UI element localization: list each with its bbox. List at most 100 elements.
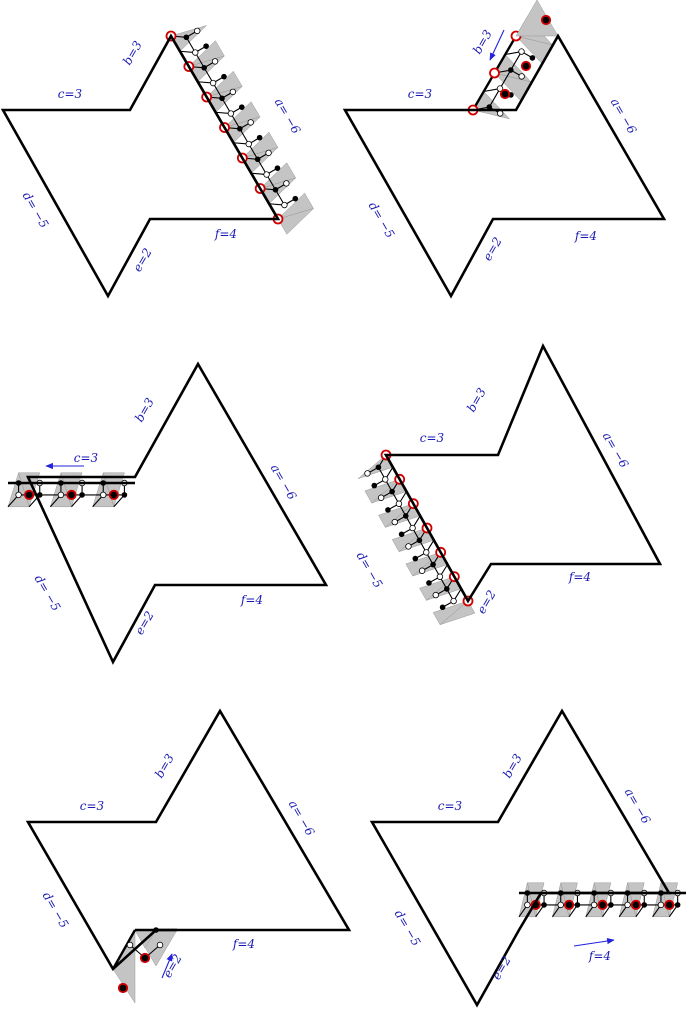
lattice-node	[382, 476, 389, 483]
lattice-node	[201, 64, 207, 71]
lattice-node	[238, 104, 245, 110]
lattice-node	[283, 180, 290, 187]
lattice-node	[108, 489, 119, 500]
lattice-node	[263, 171, 270, 178]
lattice-strip	[467, 0, 559, 120]
lattice-node	[436, 573, 444, 580]
strip-triangle	[439, 600, 476, 625]
lattice-node	[227, 110, 235, 117]
lattice-node	[391, 518, 398, 526]
direction-arrow	[161, 953, 173, 979]
direction-arrow	[489, 29, 505, 61]
lattice-node	[15, 491, 22, 499]
side-label-b: b=3	[470, 27, 495, 56]
lattice-node	[412, 555, 419, 562]
side-label-d: d= −5	[354, 550, 386, 591]
side-label-f: f=4	[588, 949, 611, 963]
lattice-node	[418, 567, 426, 574]
lattice-node	[520, 60, 532, 72]
lattice-strip	[7, 471, 135, 508]
lattice-node	[590, 901, 598, 909]
lattice-node	[524, 901, 531, 909]
lattice-node	[221, 73, 227, 80]
lattice-node	[489, 67, 500, 79]
panel-p5: a= −6b=3c=3d= −5e=2f=4	[25, 708, 352, 1004]
lattice-node	[377, 494, 385, 501]
side-label-a: a= −6	[272, 96, 304, 137]
strip-triangle	[515, 0, 559, 37]
lattice-node	[194, 27, 201, 35]
lattice-node	[443, 586, 450, 592]
lattice-node	[237, 125, 243, 132]
side-label-e: e=2	[489, 954, 514, 982]
side-label-e: e=2	[160, 952, 185, 980]
lattice-node	[254, 156, 261, 163]
side-label-c: c=3	[80, 799, 105, 813]
lattice-node	[630, 899, 642, 911]
side-label-c: c=3	[58, 87, 83, 101]
lattice-node	[36, 492, 43, 498]
lattice-node	[281, 201, 288, 209]
lattice-node	[100, 491, 107, 499]
lattice-node	[126, 941, 134, 949]
lattice-node	[432, 591, 439, 599]
lattice-node	[496, 85, 504, 92]
side-label-f: f=4	[232, 937, 255, 951]
lattice-node	[430, 561, 436, 568]
side-label-c: c=3	[408, 87, 433, 101]
lattice-node	[541, 902, 547, 908]
lattice-node	[385, 507, 391, 513]
lattice-node	[496, 110, 504, 117]
side-label-b: b=3	[152, 751, 177, 780]
direction-arrow	[573, 937, 615, 947]
side-label-b: b=3	[464, 385, 489, 414]
lattice-node	[117, 982, 129, 994]
side-label-a: a= −6	[600, 430, 632, 471]
side-label-d: d= −5	[366, 200, 398, 241]
strip-triangle	[593, 882, 612, 917]
lattice-node	[203, 43, 209, 49]
lattice-node	[265, 149, 272, 157]
lattice-node	[395, 500, 403, 507]
strip-triangle	[277, 208, 314, 235]
hexagon-outline	[383, 342, 663, 604]
lattice-node	[389, 488, 395, 495]
lattice-edge	[111, 929, 137, 970]
lattice-node	[183, 34, 190, 41]
lattice-node	[486, 104, 493, 110]
side-label-c: c=3	[74, 451, 99, 465]
side-label-f: f=4	[574, 229, 597, 243]
lattice-node	[66, 489, 77, 500]
lattice-node	[518, 73, 525, 80]
side-label-e: e=2	[480, 235, 505, 263]
lattice-node	[423, 549, 430, 556]
strip-triangle	[102, 472, 125, 508]
lattice-edge	[488, 88, 501, 108]
lattice-node	[274, 165, 281, 171]
lattice-node	[211, 58, 219, 65]
side-label-d: d= −5	[392, 908, 424, 949]
lattice-node	[499, 88, 511, 100]
lattice-node	[219, 95, 225, 102]
lattice-node	[209, 79, 217, 87]
side-label-b: b=3	[500, 751, 525, 780]
lattice-node	[597, 899, 608, 911]
strip-triangle	[660, 882, 678, 917]
lattice-node	[375, 464, 382, 471]
lattice-node	[371, 482, 378, 489]
side-label-e: e=2	[132, 609, 157, 637]
side-label-a: a= −6	[268, 462, 300, 503]
side-label-f: f=4	[214, 227, 237, 241]
lattice-edge	[499, 69, 512, 89]
lattice-node	[416, 537, 423, 544]
lattice-node	[563, 899, 575, 911]
lattice-node	[674, 902, 681, 908]
lattice-node	[426, 580, 432, 586]
side-label-b: b=3	[120, 38, 145, 67]
side-label-d: d= −5	[40, 890, 72, 931]
lattice-node	[57, 491, 65, 499]
panel-p1: a= −6b=3c=3d= −5e=2f=4	[0, 25, 314, 299]
lattice-node	[229, 88, 237, 96]
